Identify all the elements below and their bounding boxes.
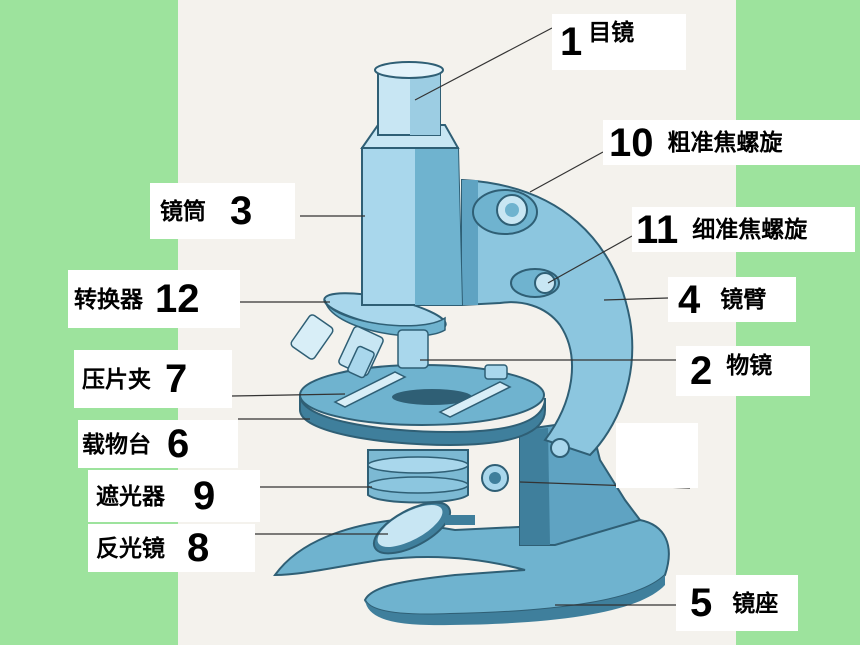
mirror-shape xyxy=(372,501,475,555)
label-number: 11 xyxy=(636,207,679,252)
label-diaphragm: 遮光器 9 xyxy=(88,470,260,522)
label-text: 压片夹 xyxy=(82,365,151,392)
coarse-knob-shape xyxy=(472,189,538,235)
label-text: 目镜 xyxy=(588,18,635,45)
label-text: 镜筒 xyxy=(160,197,206,224)
stage-clip-right xyxy=(438,381,512,418)
label-number: 12 xyxy=(155,277,200,321)
label-number: 5 xyxy=(690,581,713,625)
label-coarse-focus: 10 粗准焦螺旋 xyxy=(603,120,860,165)
label-number: 6 xyxy=(167,422,190,466)
label-number: 2 xyxy=(690,349,713,393)
label-arm: 4 镜臂 xyxy=(668,277,796,322)
label-eyepiece: 1 目镜 xyxy=(552,14,686,70)
stage-clip-left xyxy=(333,371,407,408)
label-text: 物镜 xyxy=(726,351,773,378)
fine-knob-shape xyxy=(510,268,560,298)
label-number: 9 xyxy=(193,474,216,518)
label-nosepiece: 转换器 12 xyxy=(68,270,240,328)
label-stage: 载物台 6 xyxy=(78,420,238,468)
label-fine-focus: 11 细准焦螺旋 xyxy=(632,207,855,252)
label-text: 载物台 xyxy=(82,430,151,457)
label-number: 7 xyxy=(165,357,188,401)
label-text: 反光镜 xyxy=(96,534,165,561)
label-objective: 2 物镜 xyxy=(676,346,810,396)
microscope-arm xyxy=(461,178,634,457)
label-text: 粗准焦螺旋 xyxy=(667,129,783,155)
label-number: 8 xyxy=(187,526,210,570)
label-text: 遮光器 xyxy=(96,482,165,509)
label-text: 镜臂 xyxy=(720,286,767,312)
label-placeholder-blank xyxy=(616,423,698,488)
label-number: 1 xyxy=(560,20,583,64)
label-base: 5 镜座 xyxy=(676,575,798,631)
label-number: 10 xyxy=(609,120,654,165)
objective-lenses xyxy=(290,314,429,379)
base-edge xyxy=(365,575,665,626)
label-mirror: 反光镜 8 xyxy=(88,524,255,572)
label-text: 转换器 xyxy=(74,285,143,312)
label-text: 镜座 xyxy=(732,589,779,616)
label-text: 细准焦螺旋 xyxy=(692,216,808,242)
label-number: 4 xyxy=(678,277,701,322)
stage-underside xyxy=(299,394,546,447)
label-tube: 镜筒 3 xyxy=(150,183,295,239)
leader-lines xyxy=(231,27,691,606)
label-number: 3 xyxy=(230,189,253,233)
label-clip: 压片夹 7 xyxy=(74,350,232,408)
